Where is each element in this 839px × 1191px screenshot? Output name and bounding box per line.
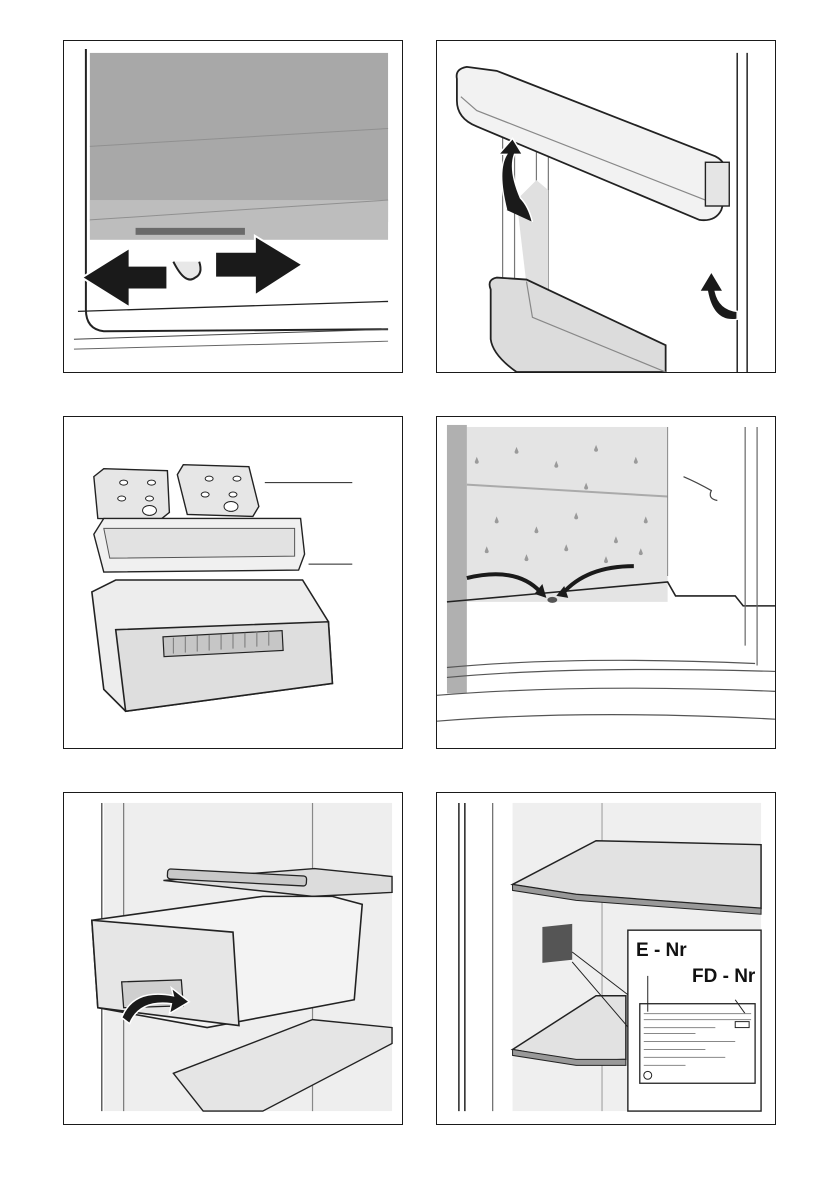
panel-door-shelf-removal (436, 40, 776, 373)
panel-rating-plate: E - Nr FD - Nr (436, 792, 776, 1125)
panel-fan-cover-slide (63, 40, 403, 373)
fd-nr-label: FD - Nr (692, 967, 755, 986)
cover-slot (136, 228, 245, 235)
floor-shelf-lines (437, 660, 775, 721)
cold-pack-right (177, 465, 259, 517)
condensate-illustration (437, 417, 775, 748)
panel-drawer-removal (63, 792, 403, 1125)
upper-door-shelf (457, 67, 728, 220)
rating-plate-sticker (542, 924, 572, 963)
lift-arrow-icon (699, 272, 737, 320)
lower-door-shelf (490, 278, 666, 372)
arrow-right-icon (215, 236, 302, 296)
drawer-front (92, 920, 239, 1025)
plate-card (640, 1004, 755, 1084)
drawer-parts-illustration (64, 417, 402, 748)
e-nr-label: E - Nr (636, 941, 687, 960)
panel-condensate-drain (436, 416, 776, 749)
panel-drawer-parts (63, 416, 403, 749)
door-seal-lines (745, 427, 757, 666)
side-wall (447, 425, 467, 693)
tray-inner (104, 528, 295, 558)
fan-cover-illustration (64, 41, 402, 372)
side-clip (684, 477, 718, 501)
rating-plate-illustration (437, 793, 775, 1124)
cold-pack-left (94, 469, 170, 521)
arrow-left-icon (82, 248, 167, 308)
door-shelf-illustration (437, 41, 775, 372)
shelf-end-cap (705, 162, 729, 206)
cover-tab (173, 262, 200, 280)
plate-stamp-box (735, 1022, 749, 1028)
drain-hole (547, 597, 557, 603)
drawer-removal-illustration (64, 793, 402, 1124)
floor-line-3 (74, 341, 388, 349)
lift-arrow-icon (499, 138, 533, 221)
